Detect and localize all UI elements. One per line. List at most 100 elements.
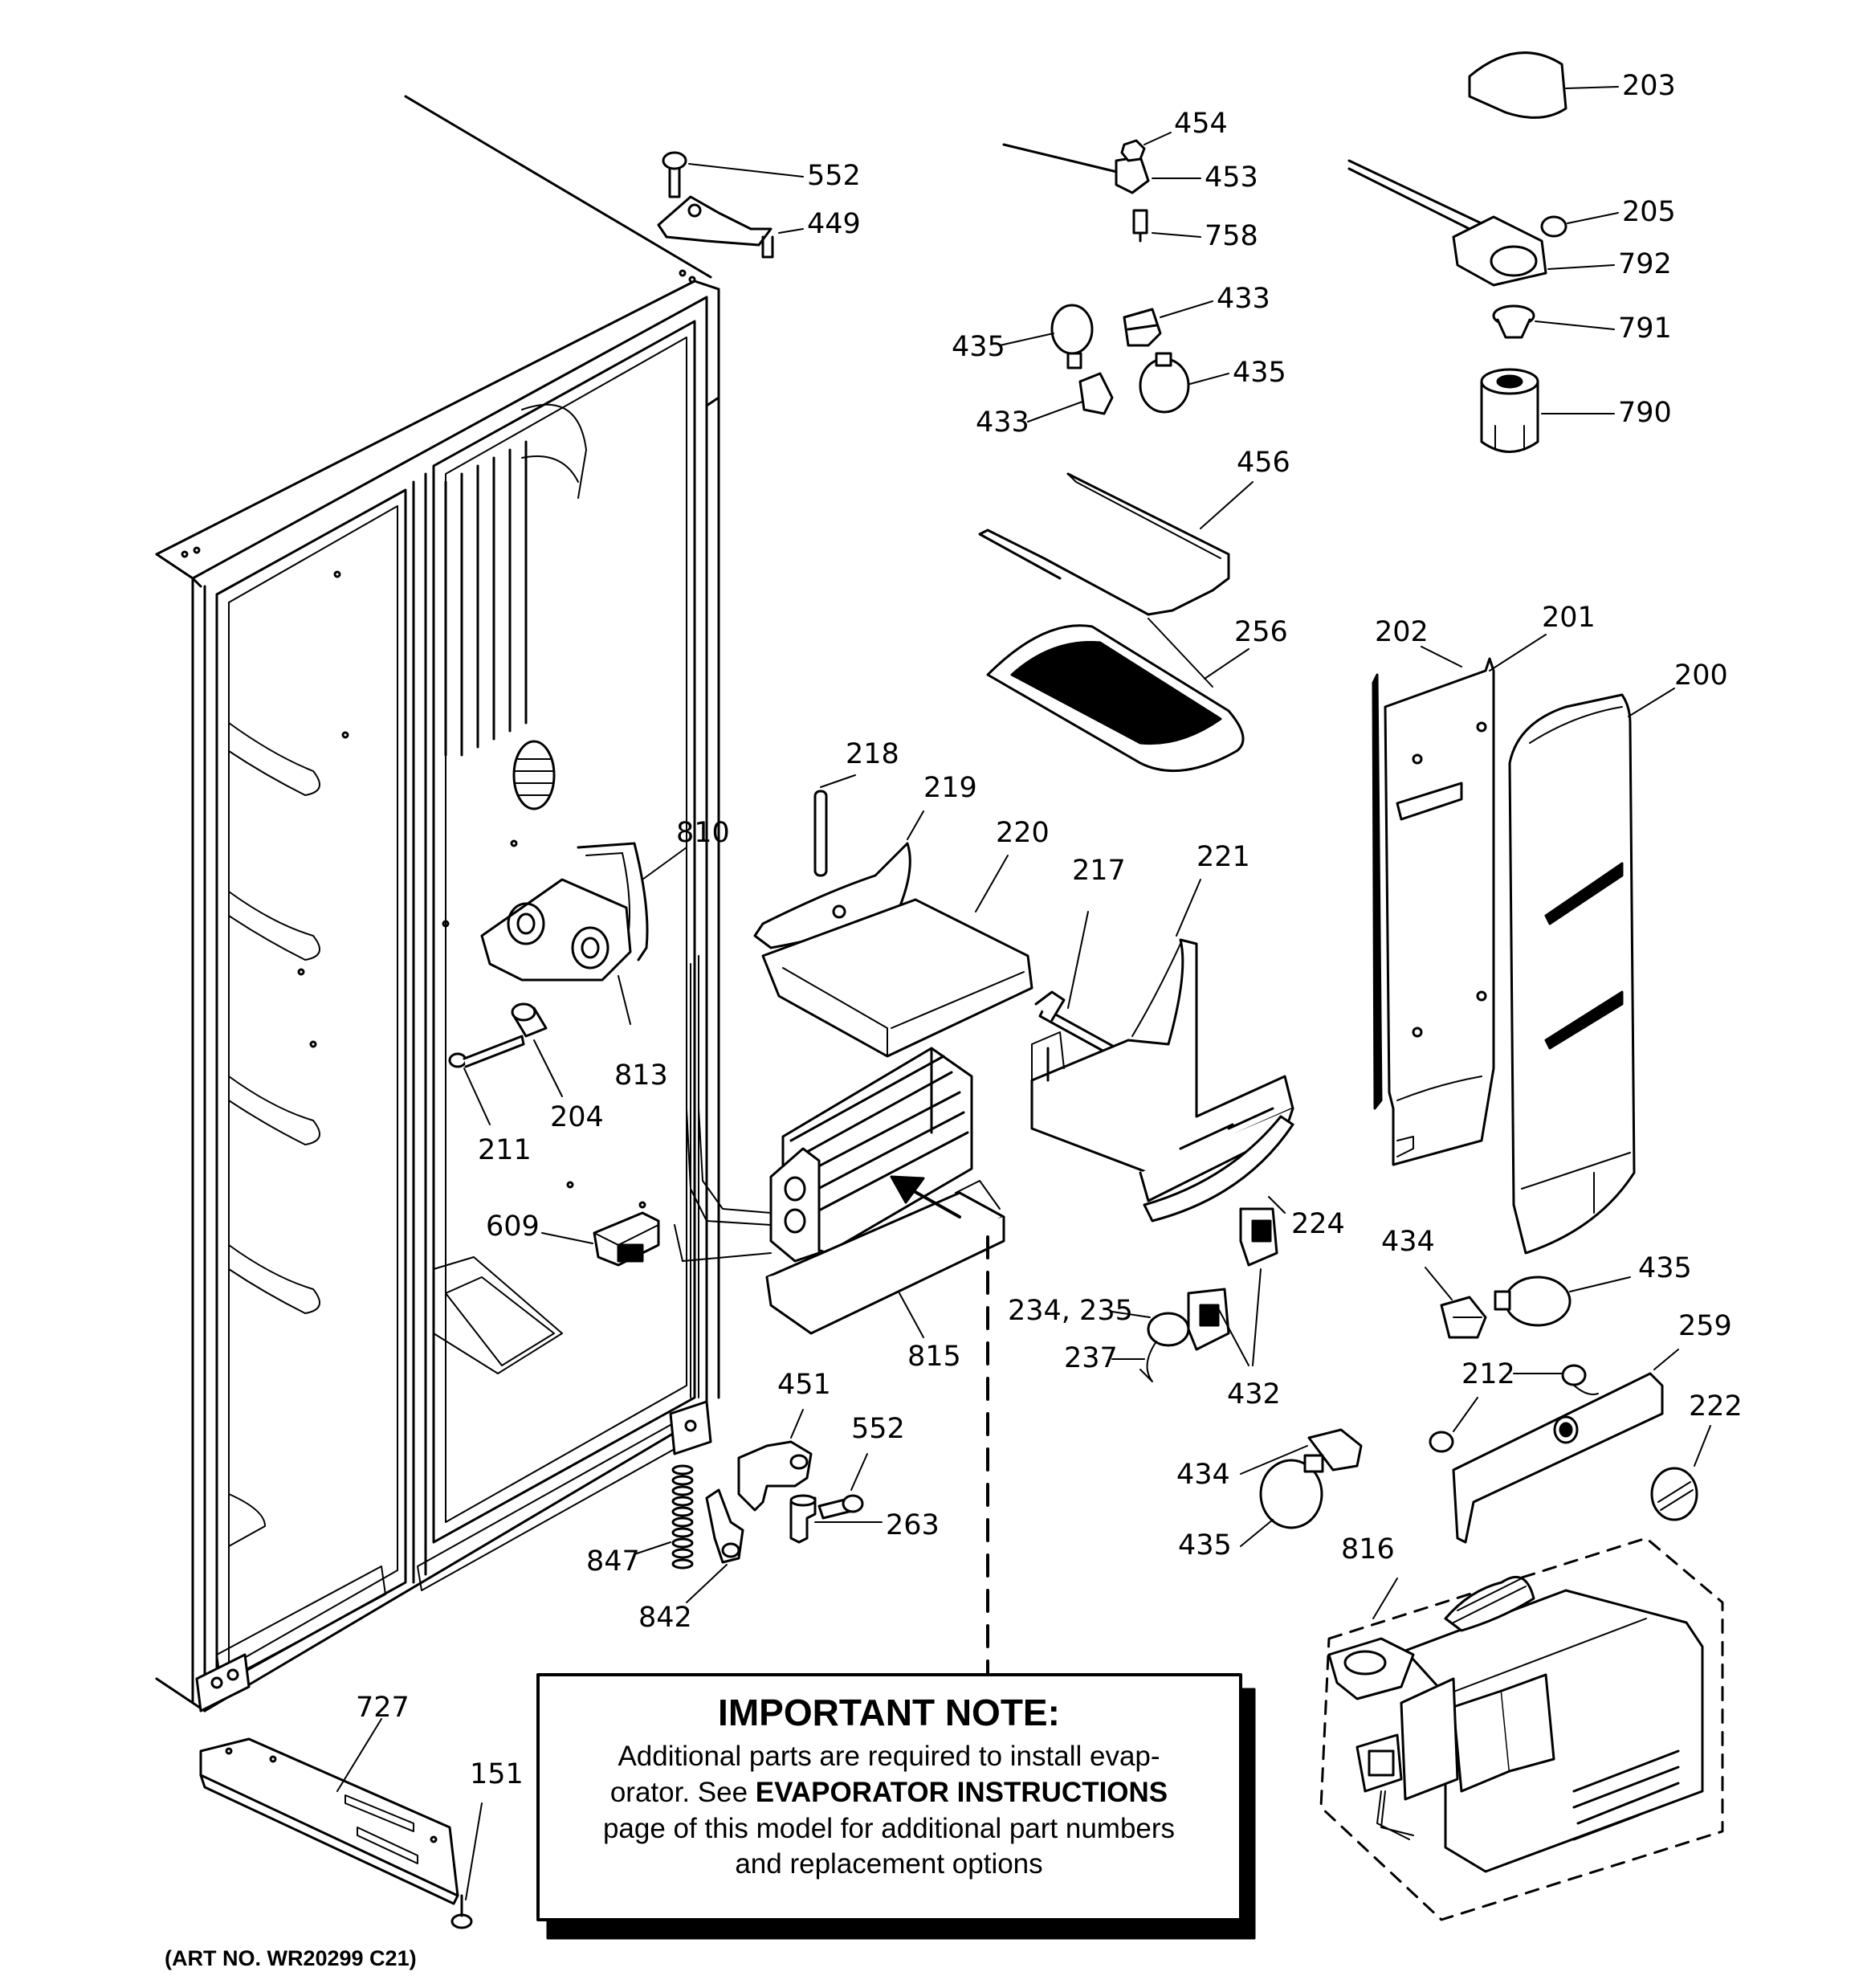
label-810: 810 [676,817,730,849]
label-432: 432 [1227,1378,1281,1410]
label-435-d: 435 [1178,1529,1232,1561]
label-434-a: 434 [1381,1226,1435,1258]
leader-433b [1027,401,1083,423]
part-609-switch [593,1211,660,1267]
part-790-filter [1480,368,1539,453]
leader-791 [1535,320,1615,330]
label-203: 203 [1622,70,1676,102]
label-847: 847 [586,1545,640,1578]
label-435-c: 435 [1638,1252,1692,1284]
part-218-arm [813,790,828,877]
leader-432b [1252,1268,1262,1366]
leader-202 [1421,646,1462,667]
label-219: 219 [923,772,977,804]
part-432-switch-a [1187,1288,1230,1351]
label-221: 221 [1196,841,1250,873]
label-790: 790 [1618,397,1672,429]
label-234-235: 234, 235 [1008,1295,1133,1327]
leader-221 [1176,879,1201,937]
part-234-actuator [1139,1312,1190,1382]
leader-435d [1240,1519,1274,1547]
note-line-3: page of this model for additional part n… [603,1813,1175,1844]
leader-200 [1628,688,1675,717]
part-434-socket-b [1307,1428,1363,1472]
label-200: 200 [1674,659,1728,692]
leader-218 [820,774,856,788]
label-813: 813 [614,1059,668,1092]
leader-220 [975,855,1009,912]
leader-810 [642,847,687,880]
label-609: 609 [486,1210,540,1243]
label-218: 218 [846,738,899,770]
leader-727 [336,1718,382,1792]
part-449-top-hinge [657,195,774,259]
part-456-bracket [978,472,1230,616]
part-435-bulb-a [1050,304,1094,369]
leader-204 [533,1039,563,1097]
leader-609 [541,1232,593,1244]
leader-234 [1111,1311,1151,1318]
label-211: 211 [478,1134,532,1166]
leader-434a [1425,1267,1453,1300]
leader-201 [1489,634,1547,672]
part-212-grommet-b [1429,1431,1454,1453]
label-151: 151 [470,1758,524,1790]
note-line-4: and replacement options [735,1848,1042,1880]
leader-758 [1152,232,1201,238]
leader-813 [618,975,631,1025]
leader-451 [790,1409,804,1439]
part-432-switch-b [1239,1207,1278,1267]
label-435-b: 435 [1233,357,1286,389]
part-433-socket-b [1078,372,1114,415]
leader-435a [999,333,1054,346]
label-552-top: 552 [807,160,861,192]
part-labels: 203 454 552 453 205 449 758 792 433 435 … [356,70,1743,1790]
note-title: IMPORTANT NOTE: [718,1692,1060,1733]
label-220: 220 [996,817,1050,849]
important-note-box: IMPORTANT NOTE: Additional parts are req… [536,1673,1256,1940]
part-204-spacer [511,1002,548,1038]
part-224-bezel [1143,1115,1294,1223]
leader-219 [907,810,924,840]
part-454-nut [1120,139,1146,162]
part-256-light-cover [986,618,1245,773]
leader-842 [686,1564,728,1603]
part-212-grommet-a [1561,1364,1587,1386]
part-552-screw-top [662,151,687,198]
label-204: 204 [550,1101,604,1133]
label-237: 237 [1064,1342,1118,1374]
part-816-assembly [1319,1537,1724,1921]
label-435-a: 435 [952,331,1005,363]
part-758-screw [1132,209,1148,243]
leader-211 [463,1067,491,1125]
leader-815 [899,1292,924,1338]
part-221-dispenser-housing [1030,938,1294,1202]
label-453: 453 [1205,161,1258,194]
leader-433a [1160,300,1213,318]
part-263-pin [789,1494,817,1544]
part-435-bulb-c [1494,1276,1572,1327]
part-211-screw [448,1035,525,1068]
label-792: 792 [1618,248,1672,280]
leader-816 [1372,1578,1398,1619]
leader-552a [688,163,804,178]
label-791: 791 [1618,312,1672,345]
part-435-bulb-d [1259,1454,1324,1529]
note-line-2-pre: orator. See [610,1777,756,1808]
leader-792 [1547,264,1615,270]
leader-449 [778,228,804,234]
part-200-front-cover [1508,693,1636,1255]
label-433-a: 433 [1217,283,1270,315]
part-151-screw [450,1894,473,1929]
label-212: 212 [1461,1358,1515,1390]
leader-205 [1567,212,1619,224]
part-842-cam [705,1488,744,1564]
leader-222 [1694,1425,1711,1467]
part-552-screw-bottom [817,1494,864,1520]
part-451-hinge [737,1440,813,1512]
label-217: 217 [1072,855,1126,887]
leader-454 [1143,132,1172,145]
note-line-2-bold: EVAPORATOR INSTRUCTIONS [756,1777,1168,1808]
art-number: (ART NO. WR20299 C21) [165,1946,417,1970]
